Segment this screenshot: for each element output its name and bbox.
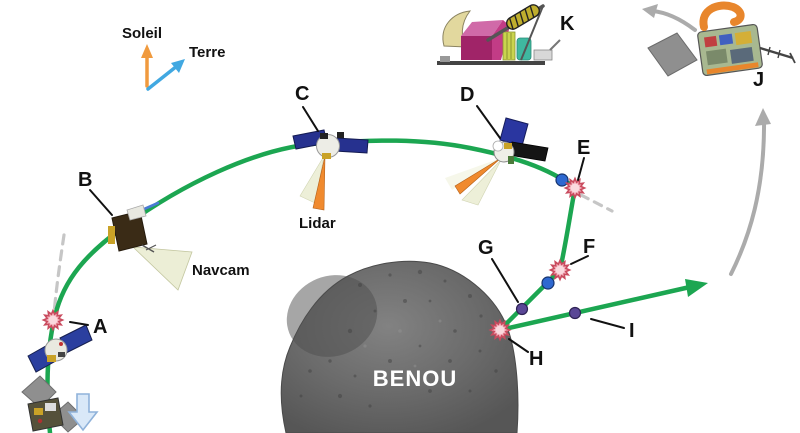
- label-i: I: [629, 320, 635, 342]
- coil-spring: [506, 4, 540, 31]
- sun-arrowhead: [141, 44, 153, 58]
- red-detail: [59, 342, 63, 346]
- orange-loop: [699, 1, 745, 31]
- spacecraft-body: [27, 397, 64, 432]
- base-detail: [440, 56, 450, 62]
- label-j: J: [753, 69, 764, 91]
- lidar-beam: [312, 155, 326, 211]
- waypoint-dot-blue-pre-e: [555, 173, 569, 187]
- lidar-label: Lidar: [299, 215, 336, 232]
- asteroid-name: BENOU: [373, 366, 457, 391]
- boom-tick: [777, 49, 781, 59]
- pointer-a: [69, 321, 89, 326]
- trajectory-arrowhead: [685, 279, 708, 297]
- arm-support: [520, 5, 544, 61]
- label-e: E: [577, 137, 590, 159]
- asteroid-craters: [299, 269, 498, 408]
- departure-ghost-arrowhead: [755, 108, 771, 126]
- solar-panel: [647, 32, 698, 77]
- label-g: G: [478, 237, 494, 259]
- pointer-i: [590, 318, 625, 329]
- waypoint-dot-blue-post-f: [541, 276, 555, 290]
- earth-arrow: [146, 64, 179, 91]
- asteroid-highlights: [363, 319, 442, 368]
- waypoint-dot-i: [568, 306, 582, 320]
- fov-cone: [461, 159, 502, 206]
- pointer-e: [577, 157, 585, 181]
- white-detail: [126, 204, 147, 221]
- antenna-boom: [759, 46, 794, 60]
- aux-arm: [549, 39, 561, 51]
- white-detail: [492, 140, 504, 152]
- label-f: F: [583, 236, 595, 258]
- gold-detail: [34, 408, 43, 415]
- slats: [502, 31, 516, 61]
- navcam-label: Navcam: [192, 262, 250, 279]
- maneuver-marker-a: [42, 309, 64, 331]
- waypoint-labels: A B C D E F G H I J K: [78, 13, 764, 370]
- spacecraft-start: [21, 375, 85, 433]
- trajectory-ascent-leg: [497, 284, 693, 333]
- gold-detail: [108, 226, 115, 244]
- label-d: D: [460, 84, 474, 106]
- escape-ghost-arrowhead: [642, 4, 658, 18]
- label-pointers: [69, 105, 625, 353]
- pointer-h: [508, 338, 529, 353]
- spacecraft-body: [697, 23, 763, 77]
- descent-arrow: [67, 393, 99, 432]
- sun-label: Soleil: [122, 25, 162, 42]
- red-detail: [37, 418, 43, 424]
- approach-dashed-line: [52, 233, 66, 316]
- white-detail: [45, 403, 56, 411]
- departure-ghost-arrow: [729, 108, 771, 276]
- strut: [145, 244, 157, 251]
- label-k: K: [560, 13, 575, 35]
- dark-detail: [58, 352, 65, 357]
- gold-detail: [322, 153, 331, 159]
- earth-label: Terre: [189, 44, 225, 61]
- pointer-d: [476, 105, 501, 139]
- pointer-f: [570, 255, 589, 265]
- label-c: C: [295, 83, 309, 105]
- fov-cone-2: [445, 158, 501, 190]
- gold-detail: [504, 143, 512, 149]
- earth-arrowhead: [171, 59, 185, 73]
- asteroid-shadow-patch: [286, 275, 378, 357]
- lidar-beam: [454, 157, 502, 195]
- spacecraft-d: [445, 117, 549, 206]
- aux-machine: [533, 49, 553, 61]
- boom-tick: [767, 46, 771, 56]
- asteroid-benou: BENOU: [280, 260, 519, 433]
- green-detail: [508, 156, 514, 164]
- navcam-cone: [131, 246, 193, 291]
- gold-detail: [47, 355, 56, 362]
- label-h: H: [529, 348, 543, 370]
- boom-tip: [789, 52, 796, 64]
- box-top: [461, 20, 503, 36]
- label-a: A: [93, 316, 107, 338]
- platform-base: [437, 61, 545, 65]
- dark-detail: [320, 133, 328, 139]
- sampler-mechanism-k: [437, 4, 561, 65]
- spacecraft-c: [292, 129, 369, 211]
- waveoff-dashed-line: [579, 193, 614, 213]
- spacecraft-approach: [27, 324, 93, 373]
- waypoint-dot-g: [515, 302, 529, 316]
- spacecraft-j: [647, 1, 796, 77]
- trajectory-descent-leg: [497, 185, 578, 333]
- pointer-c: [302, 106, 319, 132]
- dark-detail: [337, 132, 344, 138]
- spacecraft-b: [108, 201, 193, 291]
- direction-legend: Soleil Terre: [122, 25, 225, 91]
- label-b: B: [78, 169, 92, 191]
- escape-ghost-arrow: [642, 4, 697, 32]
- pointer-b: [89, 189, 113, 216]
- pointer-g: [491, 258, 519, 303]
